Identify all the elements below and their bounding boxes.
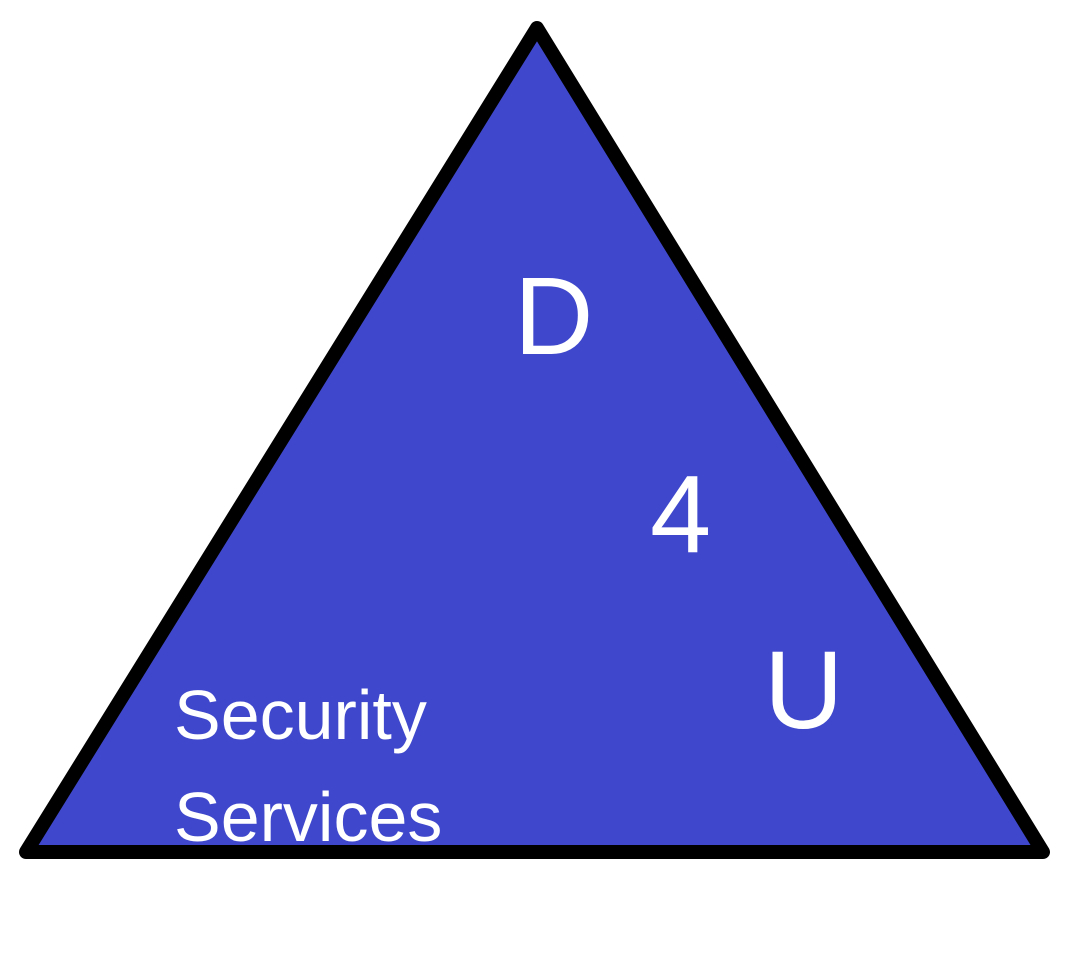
- letter-d: D: [514, 255, 594, 378]
- letter-u: U: [764, 629, 844, 752]
- tagline-line-1: Security: [174, 676, 427, 754]
- digit-4: 4: [650, 453, 712, 576]
- tagline-line-2: Services: [174, 778, 443, 856]
- tagline: Security Services: [174, 664, 442, 868]
